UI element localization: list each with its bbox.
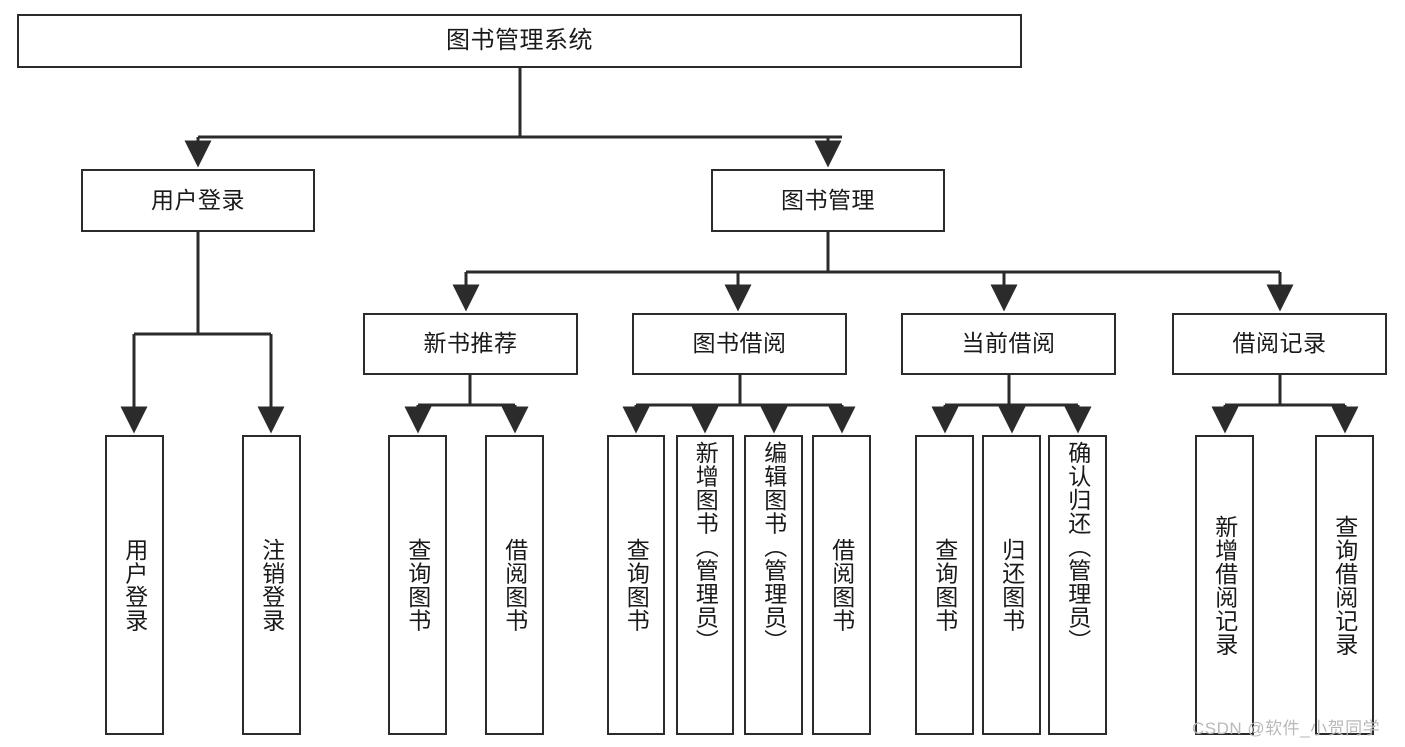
leaf-add-book-admin[interactable]: 新增图书（管理员） [676,435,734,735]
leaf-borrow-book[interactable]: 借阅图书 [812,435,871,735]
node-user-login[interactable]: 用户登录 [81,169,315,232]
leaf-logout[interactable]: 注销登录 [242,435,301,735]
node-book-management[interactable]: 图书管理 [711,169,945,232]
node-book-borrow[interactable]: 图书借阅 [632,313,847,375]
leaf-confirm-return-admin[interactable]: 确认归还（管理员） [1048,435,1107,735]
leaf-return-book[interactable]: 归还图书 [982,435,1041,735]
leaf-query-book-borrow[interactable]: 查询图书 [607,435,665,735]
node-root-system[interactable]: 图书管理系统 [17,14,1022,68]
leaf-add-borrow-record[interactable]: 新增借阅记录 [1195,435,1254,735]
leaf-query-borrow-record[interactable]: 查询借阅记录 [1315,435,1374,735]
leaf-query-book-recommend[interactable]: 查询图书 [388,435,447,735]
csdn-watermark: CSDN @软件_小贺同学 [1192,719,1381,738]
node-borrow-record[interactable]: 借阅记录 [1172,313,1387,375]
node-current-borrow[interactable]: 当前借阅 [901,313,1116,375]
node-new-book-recommend[interactable]: 新书推荐 [363,313,578,375]
leaf-borrow-book-recommend[interactable]: 借阅图书 [485,435,544,735]
leaf-query-book-current[interactable]: 查询图书 [915,435,974,735]
leaf-edit-book-admin[interactable]: 编辑图书（管理员） [744,435,803,735]
leaf-user-login[interactable]: 用户登录 [105,435,164,735]
